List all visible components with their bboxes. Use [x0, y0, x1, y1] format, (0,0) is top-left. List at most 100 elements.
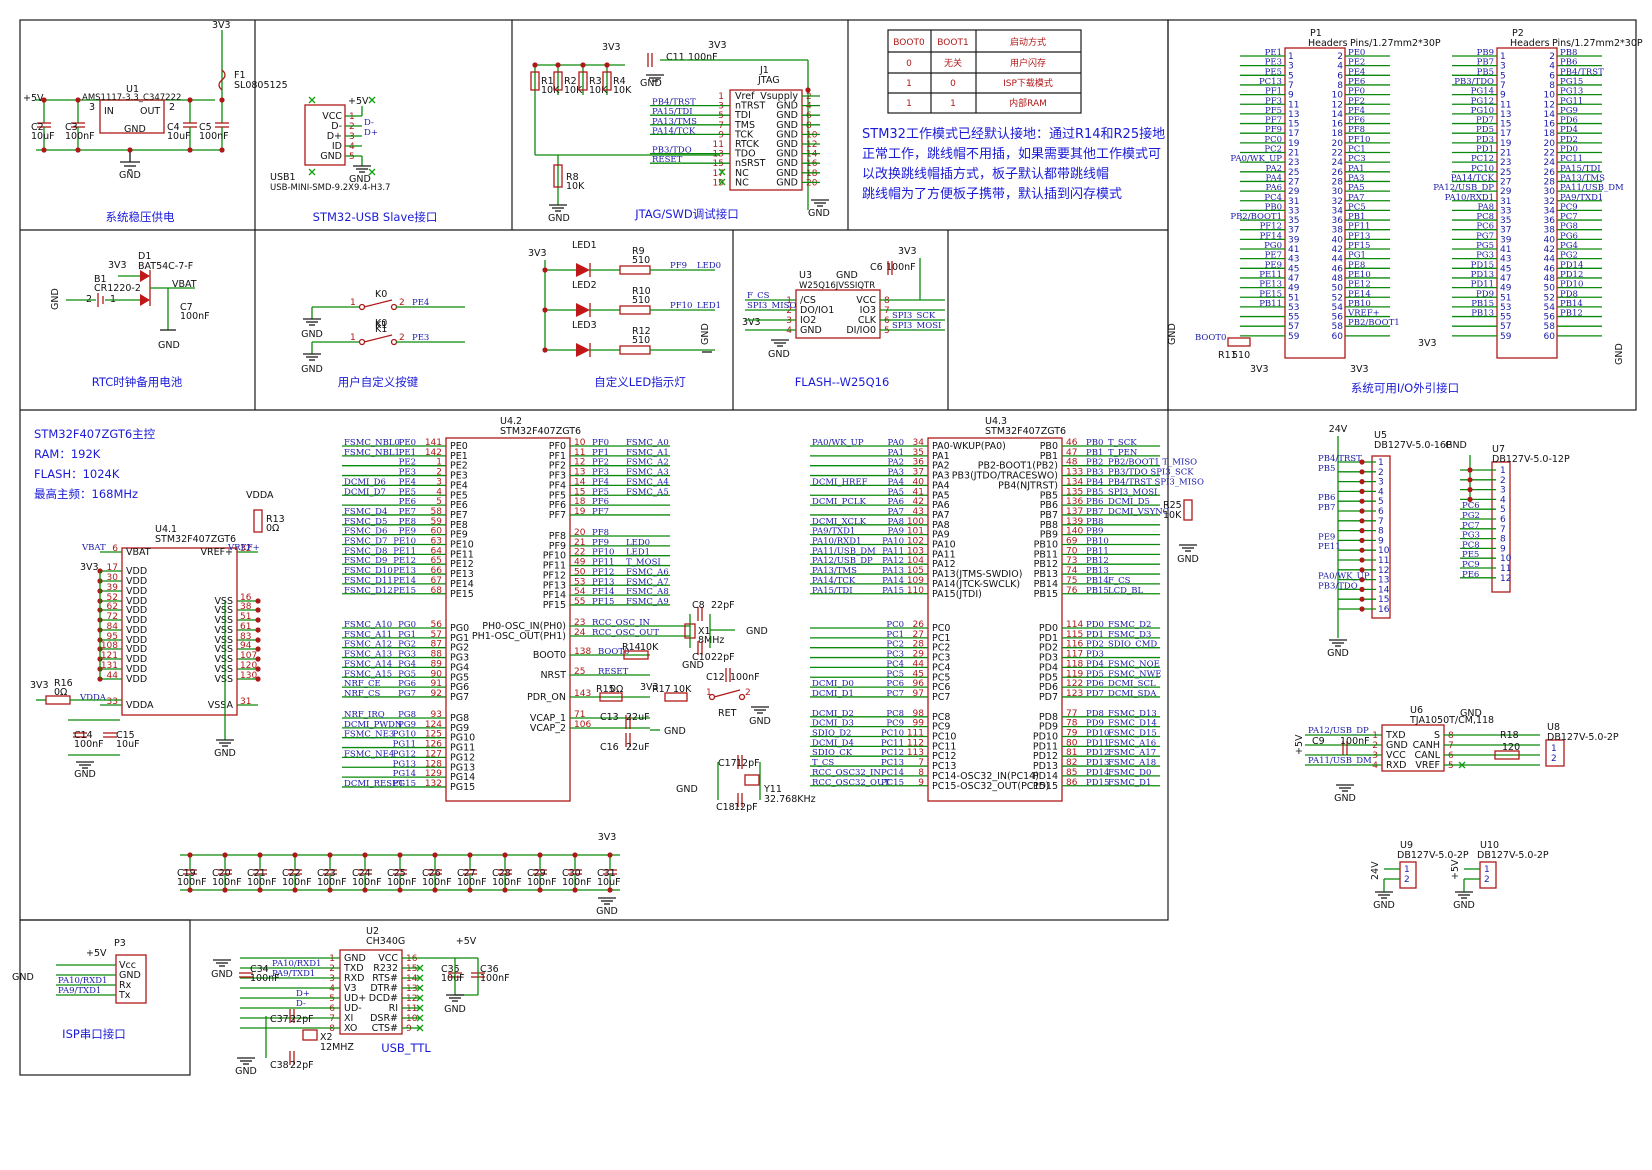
u42-pin-num: 55: [574, 597, 585, 607]
power-gnd: GND: [119, 170, 141, 181]
x2-ref: X2: [320, 1032, 333, 1043]
junction-dot: [397, 852, 403, 858]
u7-ref: U7: [1492, 444, 1505, 455]
f1-part: SL0805125: [234, 80, 288, 91]
usb-5v: +5V: [348, 96, 369, 107]
r25-val: 10K: [1163, 510, 1182, 521]
u43-ref: U4.3: [985, 416, 1007, 427]
u43-tag: PC4: [886, 659, 904, 669]
jtag-pin-GND: GND: [776, 110, 798, 121]
hdr-net: PC7: [1560, 212, 1578, 222]
u43-net-SDIO_CK: SDIO_CK: [812, 748, 853, 758]
u43-tag: PB6: [1086, 497, 1103, 507]
flash-pin-num: 4: [786, 326, 792, 336]
u42-pin-num: 90: [431, 669, 443, 679]
hdr-net: PG12: [1471, 96, 1494, 106]
u43-pin-num: 135: [1066, 487, 1083, 497]
u42-tag: PF8: [592, 528, 609, 538]
jtag-pin-NC: NC: [735, 177, 749, 188]
hdr-pin-num: 11: [1288, 100, 1299, 110]
hdr-net: PE11: [1259, 270, 1282, 280]
u2-5v: +5V: [456, 936, 477, 947]
u42-pin-num: 59: [431, 517, 443, 527]
key-pin1: 1: [350, 298, 356, 308]
jtag-gnd-top: GND: [640, 78, 662, 89]
hdr-net: PC1: [1348, 145, 1366, 155]
hdr-net: PD13: [1471, 270, 1494, 280]
key-contact: [358, 303, 366, 311]
boot-note-line: 以改换跳线帽插方式，板子默认都带跳线帽: [862, 166, 1109, 182]
jtag-pin-num: 6: [806, 111, 812, 121]
hdr-pin-num: 38: [1332, 226, 1344, 236]
u43-net-FSMC_D14: FSMC_D14: [1108, 719, 1157, 729]
u42-pin-num: 71: [574, 710, 585, 720]
boot-note: STM32工作模式已经默认接地：通过R14和R25接地正常工作，跳线帽不用插，如…: [862, 126, 1165, 202]
p1-3v3-a: 3V3: [1250, 364, 1269, 375]
u6-ref: U6: [1410, 705, 1423, 716]
junction-dot: [537, 852, 543, 858]
u42-tag: PF10: [592, 548, 614, 558]
hdr-net: PC11: [1560, 154, 1583, 164]
u43-pin-num: 48: [1066, 458, 1078, 468]
decap-ref: C22: [282, 868, 301, 879]
u2-pin-TXD: TXD: [343, 963, 364, 974]
hdr-net: PA14/TCK: [1451, 173, 1495, 183]
u43-pin-PB10: PB10: [1034, 540, 1058, 551]
u42-net-LED0: LED0: [626, 538, 650, 548]
jtag-gnd-bottom: GND: [548, 213, 570, 224]
hdr-pin-num: 9: [1500, 91, 1506, 101]
c7-val: 100nF: [180, 311, 210, 322]
jtag-pin-num: 1: [718, 92, 724, 102]
hdr-pin-num: 46: [1332, 264, 1344, 274]
hdr-pin-num: 28: [1332, 177, 1344, 187]
u2-pin-num: 16: [406, 954, 418, 964]
u41-c15-val: 10uF: [116, 739, 140, 750]
u41-pin-num: 30: [107, 573, 119, 583]
u42-pin-num: 4: [436, 487, 442, 497]
hdr-net: PF6: [1348, 116, 1365, 126]
u42-pin-PF7: PF7: [549, 510, 566, 521]
u41-pin-VDD: VDD: [126, 625, 147, 636]
hdr-pin-num: 46: [1544, 264, 1556, 274]
u42-pin-PF8: PF8: [549, 531, 566, 542]
hdr-net: PA15/TDI: [1560, 164, 1601, 174]
u43-tag: PC0: [886, 620, 904, 630]
hdr-net: PB5: [1477, 67, 1494, 77]
hdr-pin-num: 30: [1332, 187, 1344, 197]
u7-net-PC7: PC7: [1462, 521, 1480, 531]
u42-pin-num: 10: [574, 438, 586, 448]
hdr-pin-num: 6: [1337, 71, 1343, 81]
led-net-PF9: PF9: [670, 261, 687, 271]
u5-net-PB5: PB5: [1318, 464, 1335, 474]
jtag-pin-num: 18: [806, 169, 818, 179]
u42-net-FSMC_A4: FSMC_A4: [626, 477, 669, 487]
u42-net-FSMC_A15: FSMC_A15: [344, 669, 392, 679]
u42-tag: PF6: [592, 497, 609, 507]
u42-tag: PG9: [398, 720, 416, 730]
hdr-pin-num: 26: [1332, 168, 1344, 178]
u43-pin-PC11: PC11: [932, 741, 956, 752]
c16-val: 22uF: [626, 742, 650, 753]
hdr-pin-num: 4: [1337, 62, 1343, 72]
y11-gnd: GND: [676, 784, 698, 795]
hdr-pin-num: 35: [1500, 216, 1511, 226]
keys-gnd: GND: [301, 329, 323, 340]
junction-dot: [255, 607, 261, 613]
title-usbttl: USB_TTL: [381, 1041, 431, 1055]
u2-pin-num: 13: [406, 984, 417, 994]
u42-pin-PG15: PG15: [450, 782, 475, 793]
u43-pin-PD9: PD9: [1039, 722, 1058, 733]
junction-dot: [1359, 488, 1365, 494]
u42-pin-num: 12: [574, 458, 585, 468]
power-terminals: U9DB127V-5.0-2P12GND24VU10DB127V-5.0-2P1…: [1370, 840, 1549, 911]
c17-ref: C17: [718, 758, 737, 769]
hdr-pin-num: 5: [1288, 71, 1294, 81]
j1-connector: [729, 89, 803, 191]
hdr-net: PA12/USB_DP: [1433, 183, 1494, 193]
u41-pin-num: 17: [107, 563, 118, 573]
u43-tag: PA14: [882, 576, 904, 586]
u43-pin-num: 97: [913, 689, 924, 699]
u42-pin-PG4: PG4: [450, 662, 469, 673]
u42-tag: PF12: [592, 567, 614, 577]
u41-pin-VDD: VDD: [126, 644, 147, 655]
